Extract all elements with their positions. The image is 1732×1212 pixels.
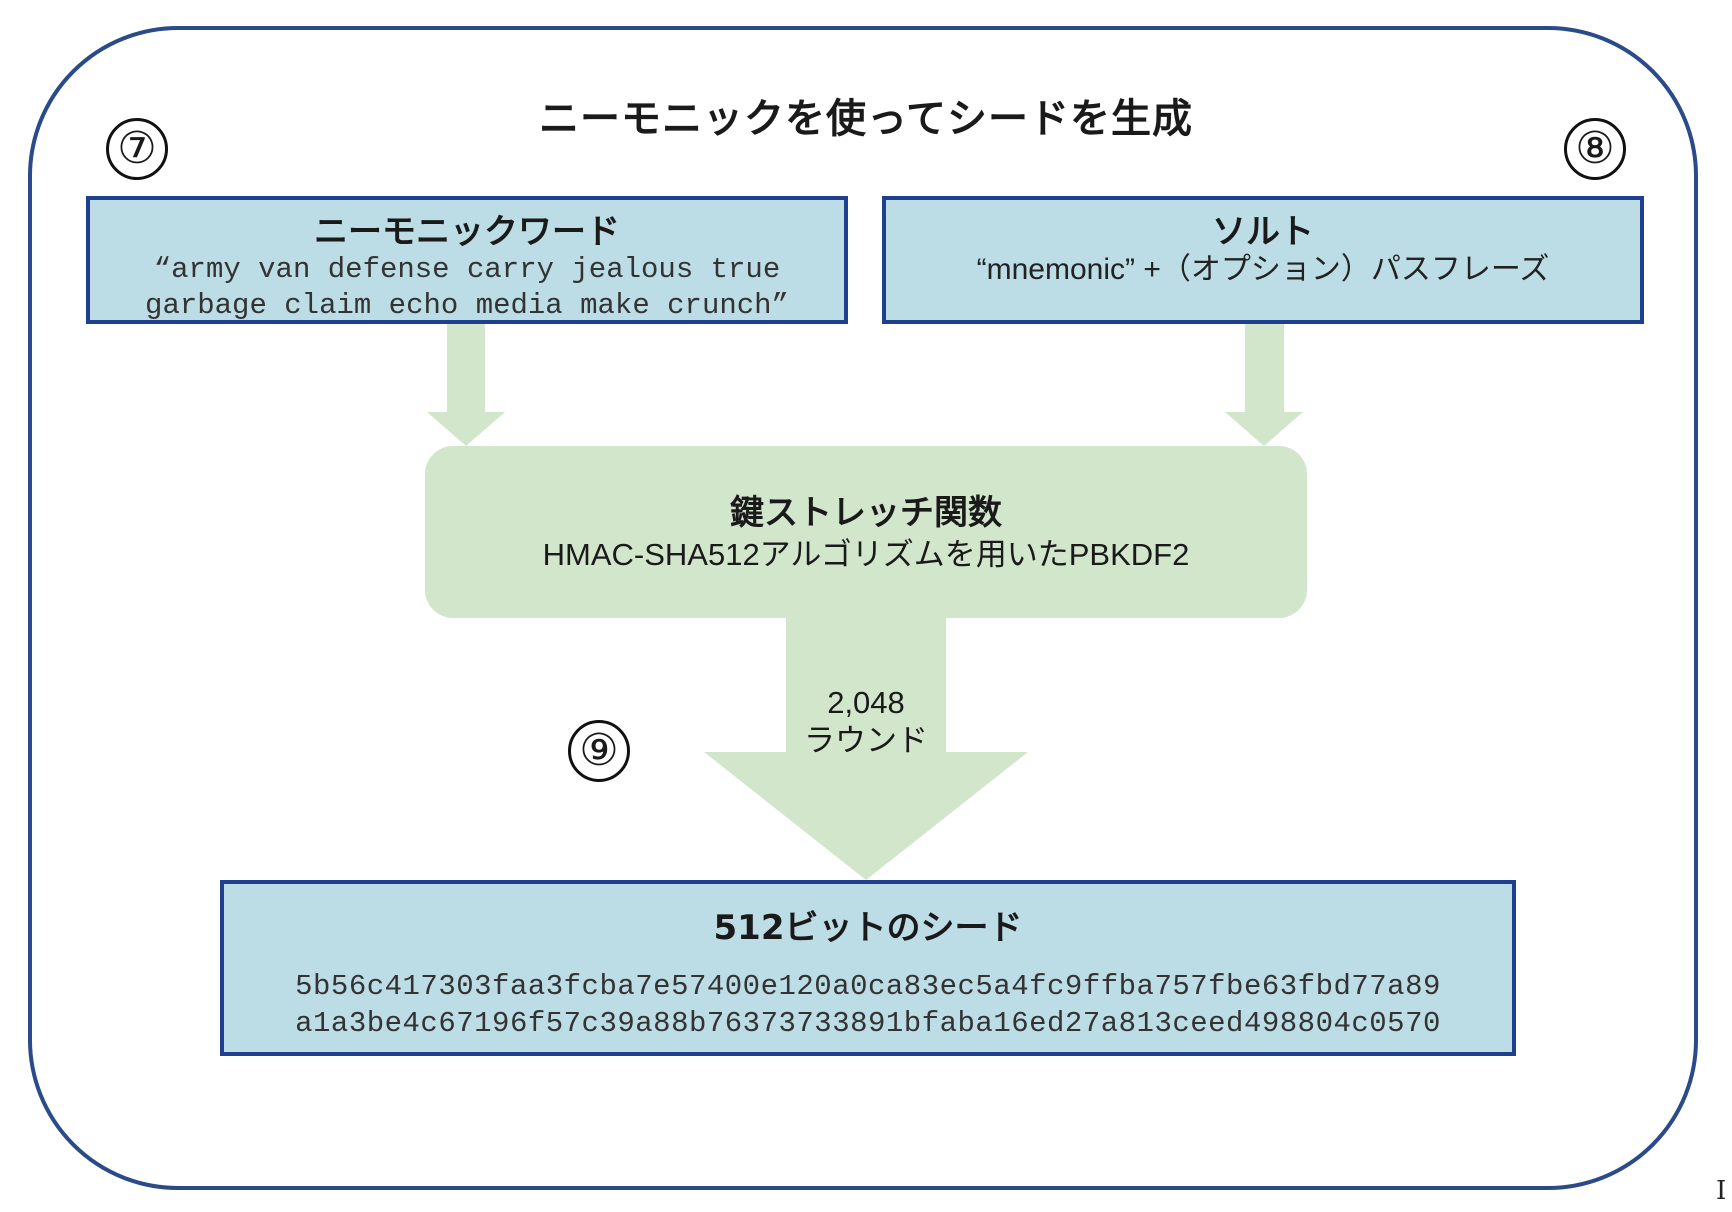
step-marker-8: ⑧ — [1564, 118, 1626, 180]
salt-description: “mnemonic” +（オプション）パスフレーズ — [976, 253, 1550, 286]
arrow-kdf-to-seed — [704, 610, 1028, 880]
rounds-unit: ラウンド — [804, 723, 928, 758]
kdf-subtitle: HMAC-SHA512アルゴリズムを用いたPBKDF2 — [542, 537, 1190, 572]
mnemonic-words-title: ニーモニックワード — [314, 212, 620, 252]
diagram-title: ニーモニックを使ってシードを生成 — [539, 96, 1193, 142]
mnemonic-words-box: ニーモニックワード “army van defense carry jealou… — [86, 196, 848, 324]
seed-hex-line-1: 5b56c417303faa3fcba7e57400e120a0ca83ec5a… — [295, 970, 1441, 1003]
salt-box: ソルト “mnemonic” +（オプション）パスフレーズ — [882, 196, 1644, 324]
seed-hex-line-2: a1a3be4c67196f57c39a88b76373733891bfaba1… — [295, 1007, 1441, 1040]
mnemonic-words-line-1: “army van defense carry jealous true — [153, 253, 781, 286]
key-stretching-function-box: 鍵ストレッチ関数 HMAC-SHA512アルゴリズムを用いたPBKDF2 — [425, 446, 1307, 618]
rounds-count: 2,048 — [827, 685, 905, 720]
arrow-mnemonic-to-kdf — [427, 322, 505, 446]
arrow-salt-to-kdf — [1225, 322, 1303, 446]
step-marker-7: ⑦ — [106, 118, 168, 180]
mnemonic-words-line-2: garbage claim echo media make crunch” — [145, 289, 789, 322]
rounds-label: 2,048 ラウンド — [786, 684, 946, 760]
salt-title: ソルト — [1212, 212, 1314, 252]
kdf-title: 鍵ストレッチ関数 — [730, 493, 1002, 533]
seed-box: 512ビットのシード 5b56c417303faa3fcba7e57400e12… — [220, 880, 1516, 1056]
step-marker-9: ⑨ — [568, 720, 630, 782]
seed-title: 512ビットのシード — [713, 908, 1023, 948]
text-cursor-icon: I — [1716, 1176, 1727, 1206]
outer-frame — [28, 26, 1698, 1190]
